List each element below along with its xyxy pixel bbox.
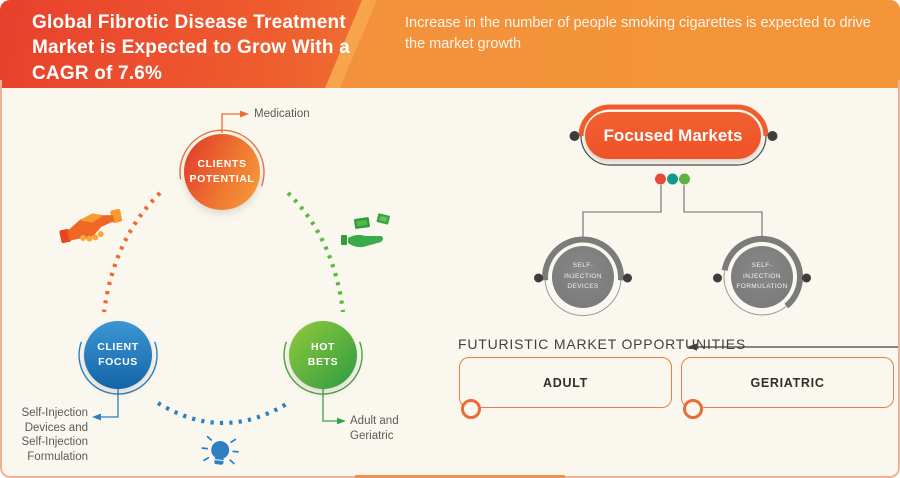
medication-arrowhead-icon (240, 110, 249, 118)
clients-potential-label: CLIENTS POTENTIAL (189, 157, 255, 185)
money-hand-icon (341, 213, 390, 248)
dotted-arc-green (286, 191, 346, 313)
category-dot-red (655, 173, 666, 185)
header-right-panel (340, 0, 900, 88)
medication-annotation: Medication (254, 108, 310, 120)
right-node-right-dot (802, 273, 811, 283)
node-self-injection-devices: SELF-INJECTION DEVICES (552, 246, 614, 308)
page-title: Global Fibrotic Disease Treatment Market… (32, 12, 350, 84)
focused-markets-pill: Focused Markets (585, 112, 761, 159)
geriatric-corner-ring-icon (683, 399, 703, 419)
client-focus-arrowhead-icon (92, 413, 101, 421)
client-focus-circle: CLIENT FOCUS (84, 321, 152, 389)
page-subtitle: Increase in the number of people smoking… (405, 15, 871, 52)
capsule-left-dot (569, 131, 580, 141)
header-banner: Global Fibrotic Disease Treatment Market… (0, 0, 900, 88)
focused-markets-title: Focused Markets (603, 125, 743, 145)
client-focus-annotation: Self-Injection Devices and Self-Injectio… (21, 407, 88, 463)
handshake-icon (59, 208, 123, 244)
left-node-left-dot (534, 273, 543, 283)
opportunity-box-adult: ADULT (459, 357, 672, 419)
client-focus-connector-line (99, 388, 119, 418)
adult-corner-ring-icon (461, 399, 481, 419)
category-dot-teal (667, 173, 678, 185)
node-self-injection-formulation: SELF-INJECTION FORMULATION (731, 246, 793, 308)
hot-bets-label: HOT BETS (307, 340, 339, 368)
client-focus-label: CLIENT FOCUS (97, 340, 139, 368)
node-left-label: SELF-INJECTION DEVICES (564, 262, 602, 291)
connector-left-node (582, 185, 662, 238)
connector-right-node (683, 185, 763, 238)
capsule-right-dot (767, 131, 778, 141)
hot-bets-arrowhead-icon (337, 417, 346, 425)
category-dot-green (679, 173, 690, 185)
medication-connector-line (221, 113, 242, 133)
bottom-accent-bar (355, 474, 565, 478)
hot-bets-connector-line (322, 388, 339, 422)
clients-potential-circle: CLIENTS POTENTIAL (184, 134, 260, 210)
node-right-label: SELF-INJECTION FORMULATION (736, 262, 788, 291)
left-node-right-dot (623, 273, 632, 283)
opportunity-geriatric-label: GERIATRIC (750, 375, 825, 390)
lightbulb-icon (201, 435, 239, 465)
dotted-arc-orange (101, 191, 162, 313)
dotted-arc-blue (156, 401, 290, 425)
hot-bets-annotation: Adult and Geriatric (350, 415, 399, 442)
opportunity-box-geriatric: GERIATRIC (681, 357, 894, 419)
opportunities-heading: FUTURISTIC MARKET OPPORTUNITIES (458, 336, 746, 352)
right-node-left-dot (713, 273, 722, 283)
opportunity-adult-label: ADULT (543, 375, 588, 390)
hot-bets-circle: HOT BETS (289, 321, 357, 389)
